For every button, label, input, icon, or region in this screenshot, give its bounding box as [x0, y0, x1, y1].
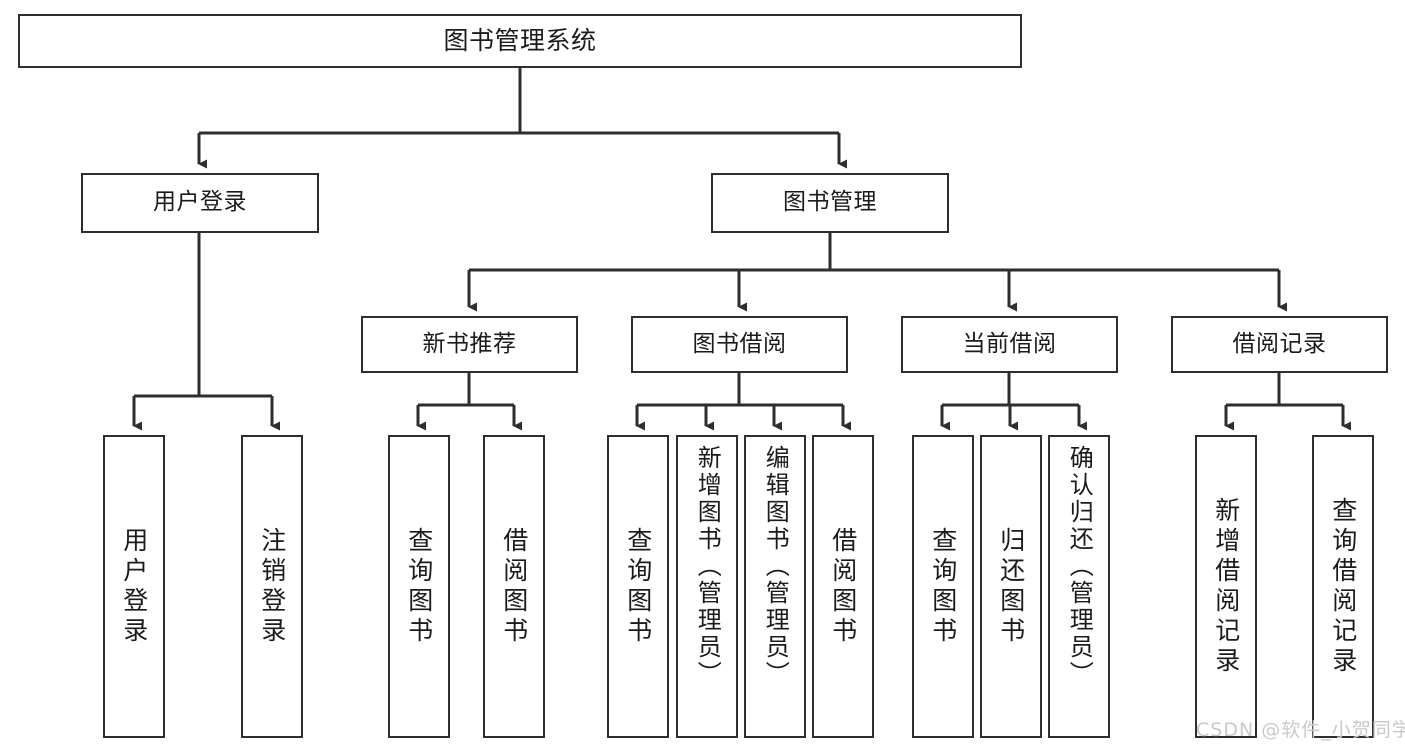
node-leaf-user-logout[interactable]: 注销登录	[241, 435, 303, 738]
node-leaf-confirm-return[interactable]: 确认归还（管理员）	[1048, 435, 1110, 738]
node-label: 编辑图书（管理员）	[761, 445, 790, 688]
node-label: 借阅图书	[499, 526, 529, 647]
node-label: 用户登录	[119, 526, 149, 647]
node-label: 归还图书	[996, 526, 1026, 647]
node-borrow-record[interactable]: 借阅记录	[1171, 316, 1388, 373]
node-label: 用户登录	[153, 189, 247, 216]
node-label: 当前借阅	[962, 330, 1057, 357]
node-label: 图书管理	[783, 189, 877, 216]
node-label: 查询图书	[623, 526, 653, 647]
node-leaf-user-login[interactable]: 用户登录	[103, 435, 165, 738]
node-label: 查询图书	[404, 526, 434, 647]
node-label: 查询图书	[928, 526, 958, 647]
node-root-system[interactable]: 图书管理系统	[18, 14, 1022, 68]
node-leaf-edit-book[interactable]: 编辑图书（管理员）	[744, 435, 806, 738]
node-label: 新增借阅记录	[1211, 496, 1241, 677]
node-leaf-query-book-3[interactable]: 查询图书	[912, 435, 974, 738]
node-leaf-query-book-1[interactable]: 查询图书	[388, 435, 450, 738]
node-book-borrow[interactable]: 图书借阅	[631, 316, 848, 373]
node-leaf-add-book[interactable]: 新增图书（管理员）	[676, 435, 738, 738]
node-label: 新增图书（管理员）	[693, 445, 722, 688]
node-label: 新书推荐	[422, 330, 517, 357]
csdn-watermark: CSDN @软件_小贺同学	[1196, 719, 1405, 741]
node-label: 图书管理系统	[443, 26, 597, 55]
node-label: 借阅图书	[828, 526, 858, 647]
node-leaf-add-record[interactable]: 新增借阅记录	[1195, 435, 1257, 738]
node-current-borrow[interactable]: 当前借阅	[901, 316, 1118, 373]
node-leaf-query-book-2[interactable]: 查询图书	[607, 435, 669, 738]
node-label: 注销登录	[257, 526, 287, 647]
node-leaf-query-record[interactable]: 查询借阅记录	[1312, 435, 1374, 738]
node-new-book-rec[interactable]: 新书推荐	[361, 316, 578, 373]
node-user-login[interactable]: 用户登录	[81, 173, 319, 233]
node-leaf-borrow-book-1[interactable]: 借阅图书	[483, 435, 545, 738]
node-leaf-return-book[interactable]: 归还图书	[980, 435, 1042, 738]
node-label: 借阅记录	[1232, 330, 1327, 357]
node-book-manage[interactable]: 图书管理	[711, 173, 949, 233]
node-label: 图书借阅	[692, 330, 787, 357]
node-leaf-borrow-book-2[interactable]: 借阅图书	[812, 435, 874, 738]
node-label: 确认归还（管理员）	[1065, 445, 1094, 688]
node-label: 查询借阅记录	[1328, 496, 1358, 677]
